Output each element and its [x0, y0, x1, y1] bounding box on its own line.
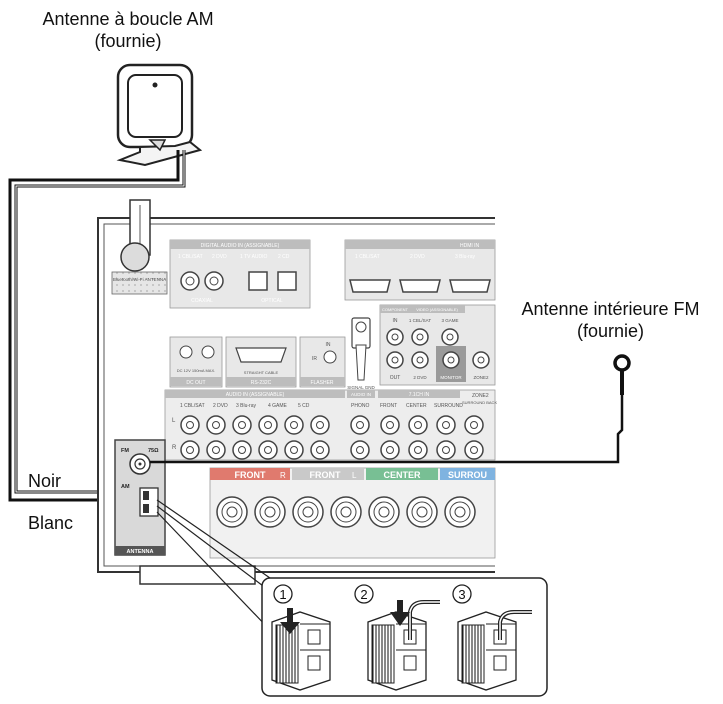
monitor-text: MONITOR — [440, 375, 462, 380]
digital-input-2: 2 DVD — [212, 254, 227, 260]
audio-input-3: 3 Blu-ray — [236, 403, 257, 409]
ir-text: IR — [312, 356, 317, 362]
am-terminal-label: AM — [121, 484, 130, 490]
am-antenna-label: Antenne à boucle AM (fournie) — [28, 8, 228, 52]
coaxial-text: COAXIAL — [191, 298, 213, 304]
fm-ohm-label: 75Ω — [148, 448, 159, 454]
audio-input-5: 5 CD — [298, 403, 310, 409]
audio-in-text: AUDIO IN (ASSIGNABLE) — [226, 392, 285, 398]
video-input-3: 3 GAME — [441, 318, 458, 323]
video-assign-text: VIDEO (ASSIGNABLE) — [416, 307, 458, 312]
step-3-number: 3 — [458, 587, 465, 602]
antenna-module-label: ANTENNA — [127, 549, 154, 555]
phono-text: PHONO — [351, 403, 369, 409]
audio-input-2: 2 DVD — [213, 403, 228, 409]
straight-cable-text: STRAIGHT CABLE — [244, 370, 279, 375]
front-l-strip — [292, 468, 364, 480]
fm-antenna-label: Antenne intérieure FM (fournie) — [503, 298, 718, 342]
terminal-step-2 — [367, 600, 440, 691]
speaker-front-r: FRONT — [235, 470, 266, 480]
video-out-text: OUT — [390, 375, 401, 381]
ch-mark-r: R — [172, 445, 177, 451]
fm-terminal-label: FM — [121, 448, 129, 454]
zone2-audio-text: ZONE2 — [472, 393, 489, 399]
hdmi-input-1: 1 CBL/SAT — [355, 254, 380, 260]
audio-in-jacks — [180, 415, 484, 460]
speaker-terminals — [216, 496, 476, 528]
ir-in-text: IN — [326, 342, 331, 348]
digital-input-3: 1 TV AUDIO — [240, 254, 268, 260]
am-loop-antenna — [116, 63, 203, 167]
video-input-1: 1 CBL/SAT — [409, 318, 431, 323]
flasher-text: FLASHER — [310, 380, 333, 386]
speaker-center: CENTER — [383, 470, 421, 480]
dc-out-text: DC OUT — [186, 380, 205, 386]
video-in-text: IN — [393, 318, 398, 324]
step-1: 1 — [273, 584, 293, 604]
ch71-surround: SURROUND — [434, 403, 463, 409]
step-1-number: 1 — [279, 587, 286, 602]
speaker-mark-l: L — [352, 471, 357, 480]
am-antenna-cable — [8, 150, 186, 502]
terminal-step-3 — [457, 610, 532, 691]
digital-input-1: 1 CBL/SAT — [178, 254, 203, 260]
hdmi-input-3: 3 Blu-ray — [455, 254, 476, 260]
center-strip — [366, 468, 438, 480]
hdmi-input-2: 2 DVD — [410, 254, 425, 260]
speaker-surround: SURROU — [448, 470, 487, 480]
audio-input-1: 1 CBL/SAT — [180, 403, 205, 409]
step-2: 2 — [354, 584, 374, 604]
am-antenna-label-line1: Antenne à boucle AM — [42, 9, 214, 29]
signal-gnd-text: SIGNAL GND — [347, 385, 375, 390]
dc-out-spec-text: DC 12V 150mA MAX. — [177, 368, 215, 373]
hdmi-in-text: HDMI IN — [460, 243, 480, 249]
black-wire-label: Noir — [28, 471, 62, 491]
terminal-step-1 — [271, 608, 331, 691]
video-input-2: 2 DVD — [413, 375, 427, 380]
fm-antenna-label-line2: (fournie) — [576, 321, 645, 341]
step-box: 1 2 3 — [261, 577, 548, 697]
ch-mark-l: L — [172, 418, 176, 424]
component-text: COMPONENT — [382, 307, 409, 312]
ch71-in-text: 7.1CH IN — [409, 392, 430, 398]
ch71-center: CENTER — [406, 403, 427, 409]
fm-antenna-label-line1: Antenne intérieure FM — [521, 299, 700, 319]
digital-input-4: 2 CD — [278, 254, 290, 260]
digital-audio-in-text: DIGITAL AUDIO IN (ASSIGNABLE) — [201, 243, 280, 249]
surround-strip — [440, 468, 495, 480]
white-wire-label: Blanc — [28, 513, 74, 533]
ch71-front: FRONT — [380, 403, 397, 409]
ch71-surround-back: SURROUND BACK — [462, 400, 497, 405]
bluetooth-antenna-text: Bluetooth/Wi-Fi ANTENNA — [113, 277, 166, 282]
step-2-number: 2 — [360, 587, 367, 602]
optical-text: OPTICAL — [261, 298, 283, 304]
front-r-strip — [210, 468, 290, 480]
rs232c-text: RS-232C — [251, 380, 272, 386]
zone2-video-text: ZONE2 — [473, 375, 489, 380]
speaker-front-l: FRONT — [310, 470, 341, 480]
audio-input-4: 4 GAME — [268, 403, 288, 409]
fm-antenna-cable — [150, 354, 631, 464]
am-antenna-label-line2: (fournie) — [94, 31, 162, 51]
audio-in-phono-text: AUDIO IN — [351, 392, 371, 397]
callout-lines — [156, 499, 276, 631]
receiver-rear-panel: Bluetooth/Wi-Fi ANTENNA DIGITAL AUDIO IN… — [97, 199, 497, 585]
speaker-mark-r: R — [280, 471, 286, 480]
step-3: 3 — [452, 584, 472, 604]
